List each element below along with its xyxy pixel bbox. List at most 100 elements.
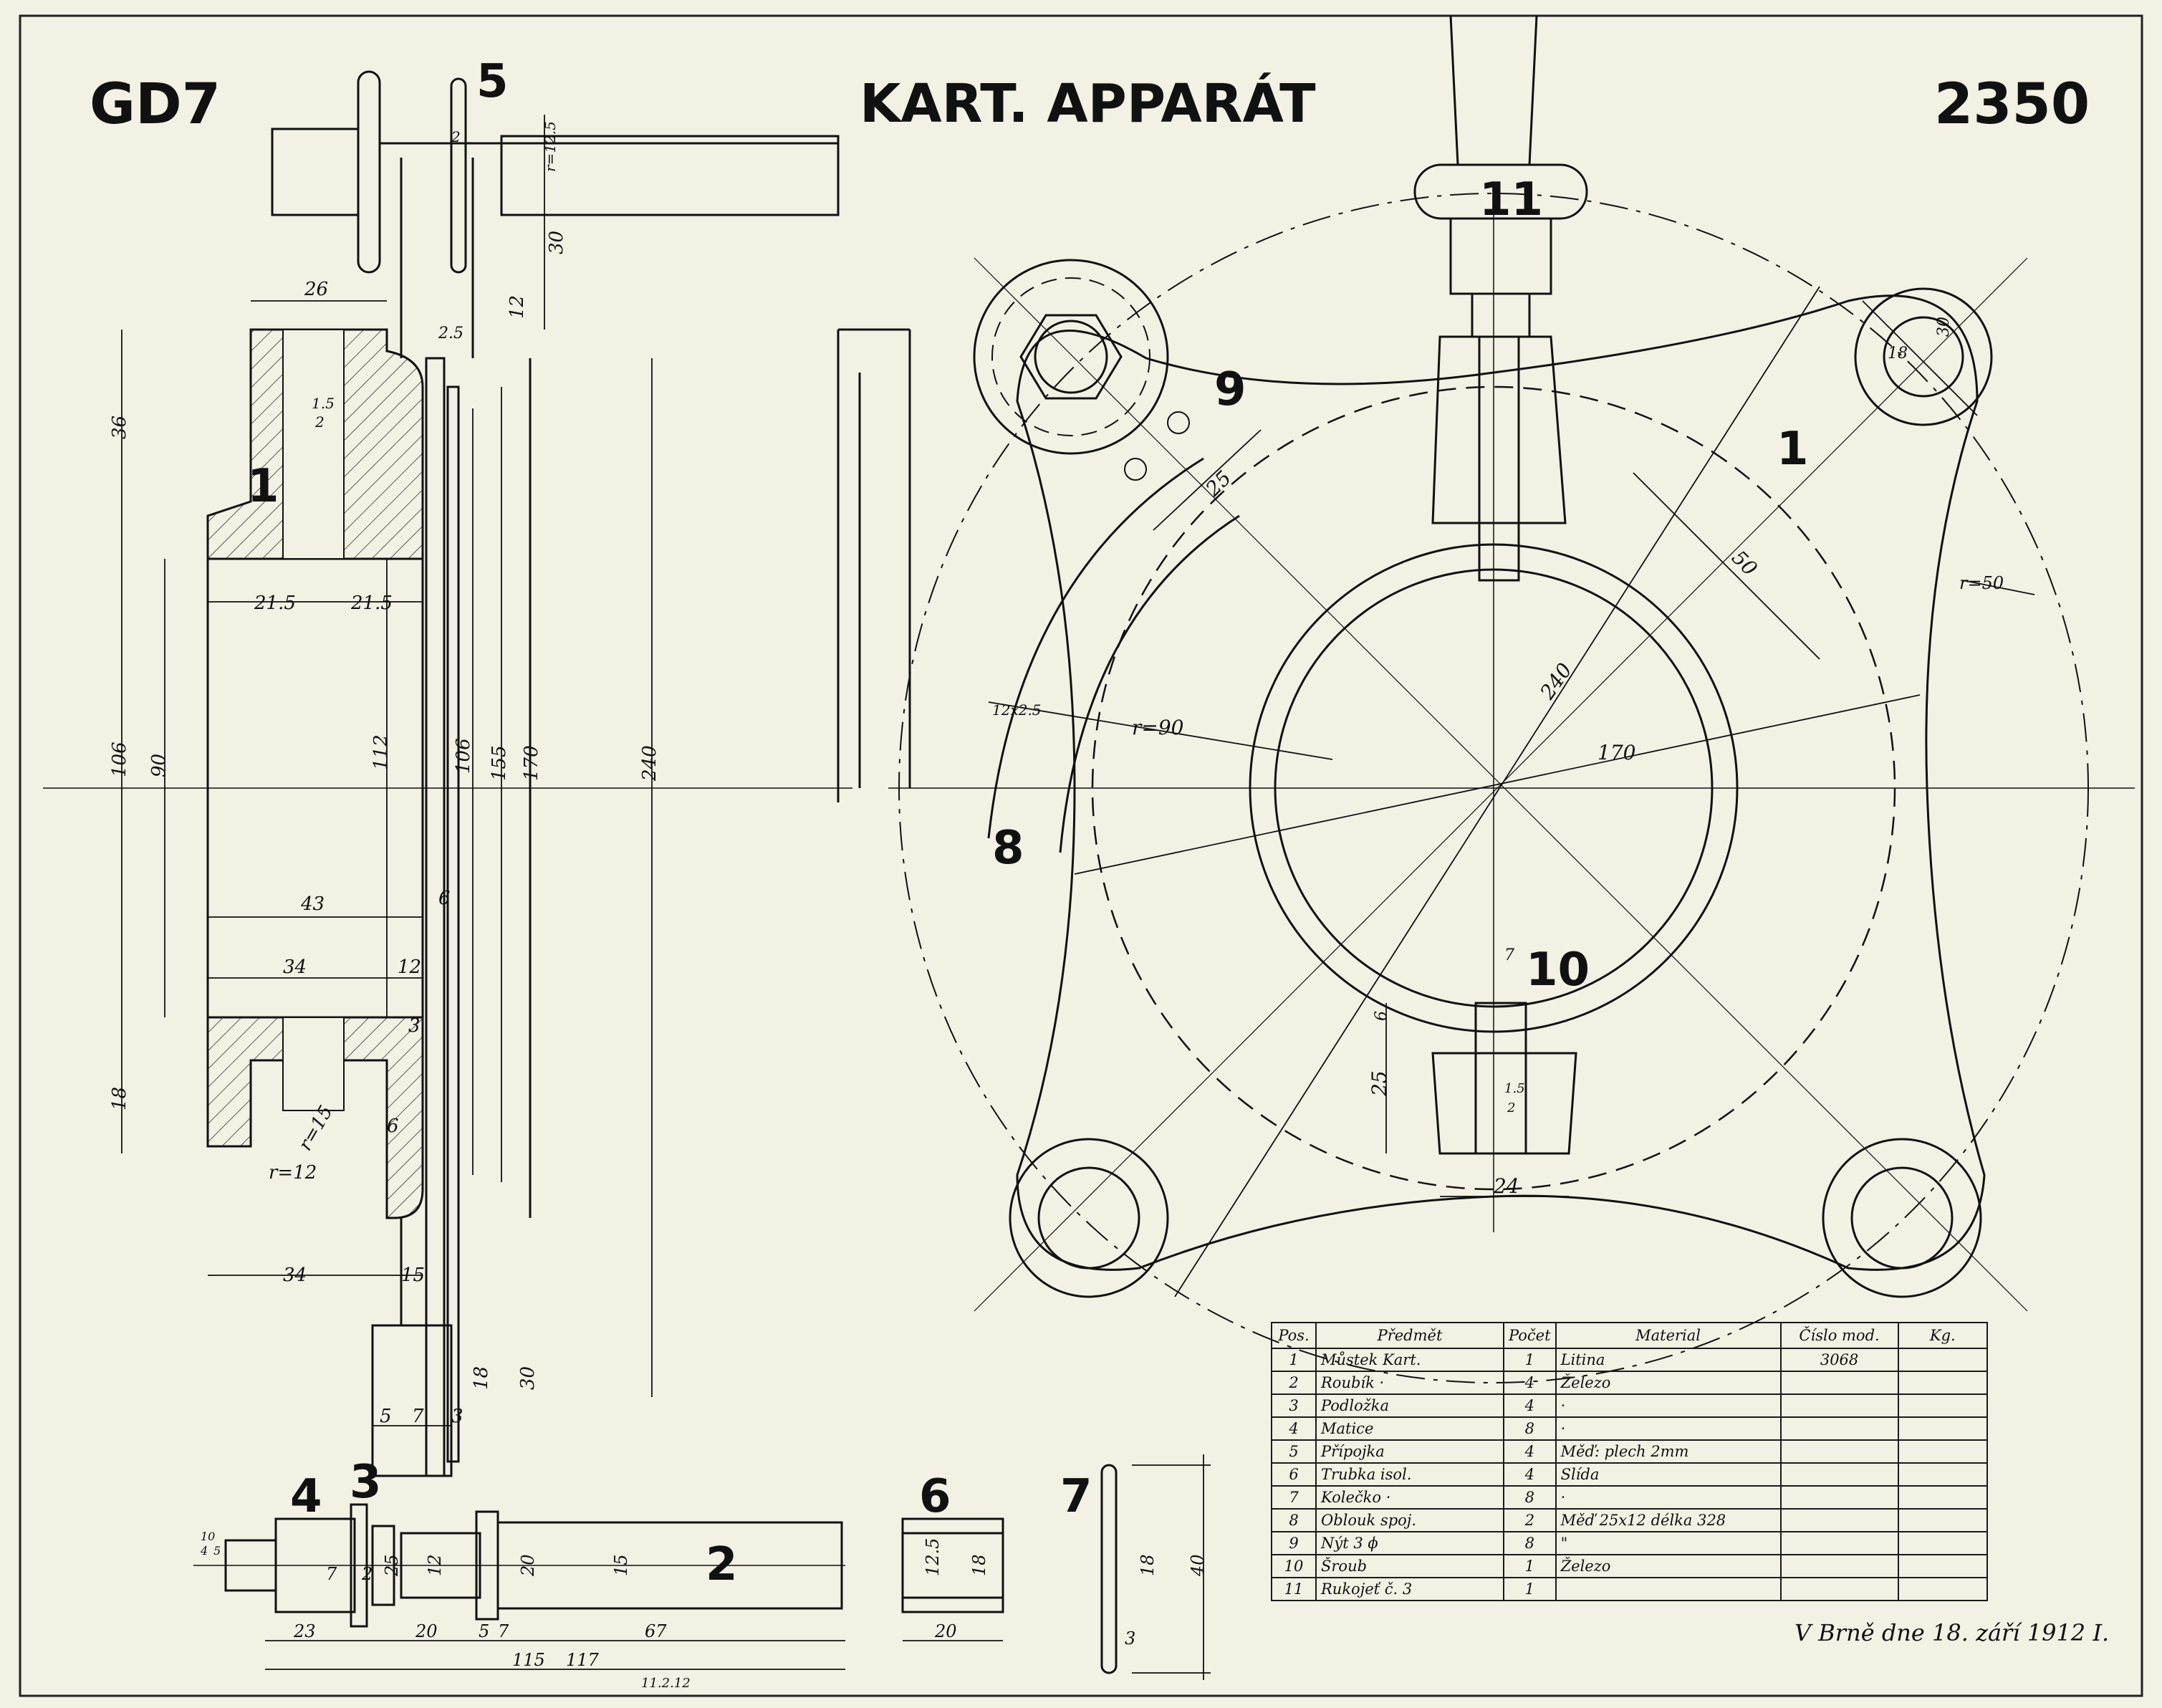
dimension-label: r=12 bbox=[269, 1162, 317, 1184]
table-cell: 3068 bbox=[1779, 1348, 1899, 1372]
table-cell: 8 bbox=[1503, 1416, 1557, 1441]
dimension-label: 6 bbox=[438, 888, 451, 909]
dimension-label: 5 bbox=[213, 1544, 221, 1558]
dimension-label: 18 bbox=[109, 1087, 130, 1110]
dimension-label: 1.5 bbox=[312, 395, 335, 412]
dimension-label: 5 bbox=[380, 1406, 392, 1427]
table-cell: 3 bbox=[1271, 1393, 1317, 1418]
dimension-label: 20 bbox=[518, 1554, 538, 1577]
dimension-label: 170 bbox=[1598, 741, 1635, 764]
dimension-label: 3 bbox=[451, 1406, 463, 1427]
signature: V Brně dne 18. září 1912 I. bbox=[1795, 1619, 2109, 1646]
header-material: Material bbox=[1555, 1322, 1782, 1349]
dimension-label: 24 bbox=[1493, 1174, 1519, 1198]
table-cell: 1 bbox=[1503, 1554, 1557, 1578]
table-cell bbox=[1897, 1348, 1989, 1372]
dimension-label: 25 bbox=[1368, 1070, 1391, 1097]
table-cell: 7 bbox=[1271, 1485, 1317, 1510]
dimension-label: 2 bbox=[1507, 1100, 1515, 1116]
bolt-view bbox=[193, 1503, 845, 1670]
dimension-label: 4 bbox=[200, 1544, 208, 1558]
dimension-label: 115 bbox=[512, 1650, 545, 1670]
balloon-2: 2 bbox=[706, 1538, 738, 1591]
dimension-label: 2 bbox=[451, 128, 461, 145]
table-cell: 8 bbox=[1503, 1531, 1557, 1555]
table-cell bbox=[1897, 1485, 1989, 1510]
balloon-9: 9 bbox=[1214, 363, 1246, 416]
dimension-label: 18 bbox=[471, 1366, 492, 1390]
dimension-label: 2 bbox=[361, 1564, 373, 1584]
table-cell: 9 bbox=[1271, 1531, 1317, 1555]
table-cell: 4 bbox=[1503, 1371, 1557, 1395]
table-cell bbox=[1897, 1531, 1989, 1555]
table-cell bbox=[1897, 1439, 1989, 1464]
table-cell: 4 bbox=[1503, 1439, 1557, 1464]
dimension-label: 36 bbox=[109, 416, 130, 439]
table-cell bbox=[1779, 1531, 1899, 1555]
table-cell: 10 bbox=[1271, 1554, 1317, 1578]
table-cell: 6 bbox=[1271, 1462, 1317, 1487]
table-cell: Roubík · bbox=[1315, 1371, 1504, 1395]
table-cell: · bbox=[1555, 1416, 1782, 1441]
table-cell: 4 bbox=[1503, 1462, 1557, 1487]
dimension-label: r=12.5 bbox=[542, 121, 559, 172]
table-cell bbox=[1779, 1462, 1899, 1487]
dimension-label: 155 bbox=[489, 745, 510, 781]
table-cell bbox=[1897, 1577, 1989, 1601]
dimension-label: 6 bbox=[1373, 1011, 1390, 1021]
dimension-label: 18 bbox=[1888, 345, 1908, 363]
table-cell: · bbox=[1555, 1393, 1782, 1418]
dimension-label: 21.5 bbox=[254, 592, 296, 614]
table-cell bbox=[1779, 1439, 1899, 1464]
main-front-view bbox=[888, 15, 2135, 1383]
dimension-label: 1.5 bbox=[1504, 1081, 1525, 1096]
table-cell: Železo bbox=[1555, 1554, 1782, 1578]
side-section-view bbox=[43, 70, 911, 1477]
dimension-label: 12 bbox=[398, 956, 421, 978]
dimension-label: 106 bbox=[453, 738, 474, 774]
table-cell: Nýt 3 ϕ bbox=[1315, 1531, 1504, 1555]
balloon-1-main: 1 bbox=[1777, 423, 1809, 476]
dimension-label: 12 bbox=[506, 295, 528, 319]
balloon-7: 7 bbox=[1060, 1470, 1092, 1523]
table-cell: Slída bbox=[1555, 1462, 1782, 1487]
table-cell bbox=[1779, 1416, 1899, 1441]
table-cell: · bbox=[1555, 1485, 1782, 1510]
balloon-1-side: 1 bbox=[247, 460, 279, 513]
dimension-label: 30 bbox=[517, 1366, 539, 1390]
table-cell: 4 bbox=[1503, 1393, 1557, 1418]
table-cell: 4 bbox=[1271, 1416, 1317, 1441]
dimension-label: 2.5 bbox=[438, 325, 463, 342]
table-cell bbox=[1897, 1393, 1989, 1418]
dimension-label: 25 bbox=[382, 1554, 402, 1577]
header-kg: Kg. bbox=[1897, 1322, 1989, 1349]
parts-6-7-dimension-texts: 12.5 18 20 18 40 3 bbox=[923, 1538, 1208, 1649]
main-view-dimension-lines bbox=[988, 286, 2035, 1297]
dimension-label: 170 bbox=[521, 745, 542, 781]
table-cell: Měď 25x12 délka 328 bbox=[1555, 1508, 1782, 1532]
balloon-11: 11 bbox=[1479, 173, 1543, 226]
table-cell: Podložka bbox=[1315, 1393, 1504, 1418]
table-cell: Měď: plech 2mm bbox=[1555, 1439, 1782, 1464]
table-cell bbox=[1779, 1485, 1899, 1510]
dimension-label: 12.5 bbox=[923, 1538, 943, 1576]
parts-list-table: Pos. Předmět Počet Material Číslo mod. K… bbox=[1271, 1322, 1989, 1601]
balloon-8: 8 bbox=[992, 822, 1024, 875]
table-cell bbox=[1897, 1508, 1989, 1532]
table-cell bbox=[1897, 1462, 1989, 1487]
balloon-4: 4 bbox=[290, 1470, 322, 1523]
table-cell bbox=[1555, 1577, 1782, 1601]
table-cell bbox=[1779, 1554, 1899, 1578]
dimension-label: 67 bbox=[645, 1621, 667, 1641]
dimension-label: 10 bbox=[201, 1530, 215, 1543]
table-cell: 8 bbox=[1503, 1485, 1557, 1510]
table-cell: 11 bbox=[1271, 1577, 1317, 1601]
table-cell: 1 bbox=[1503, 1577, 1557, 1601]
balloon-10: 10 bbox=[1526, 944, 1590, 997]
dimension-label: 15 bbox=[611, 1554, 631, 1576]
dimension-label: 7 bbox=[498, 1621, 509, 1641]
